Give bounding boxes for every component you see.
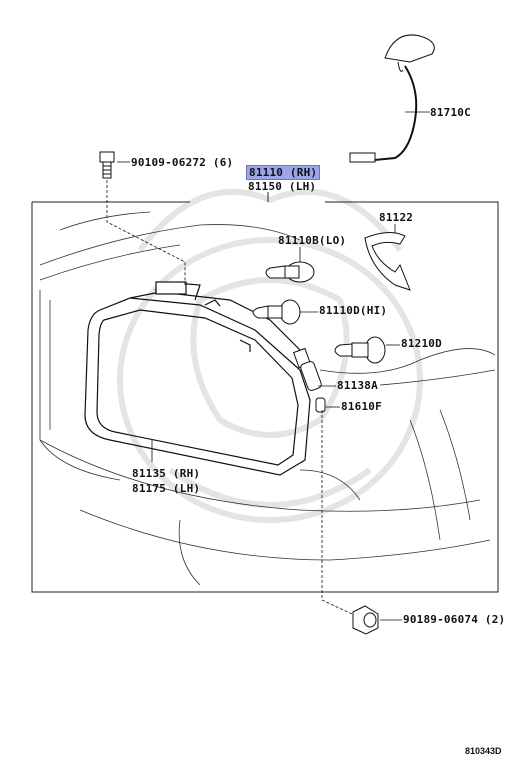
label-antenna: 81710C (430, 106, 471, 119)
label-lens-lh: 81175 (LH) (132, 482, 201, 495)
bulb-81210d-part (334, 336, 386, 364)
dashed-guides (106, 180, 353, 615)
leader-lines (117, 111, 430, 621)
label-bulb-hi: 81110D(HI) (319, 304, 388, 317)
car-body-outline (39, 211, 496, 586)
assembly-frame (31, 192, 499, 593)
watermark-logo (117, 188, 423, 523)
bulb-small-part (315, 397, 326, 413)
diagram-reference-code: 810343D (465, 746, 502, 756)
bolt-part (99, 151, 115, 179)
label-bulb-small: 81610F (341, 400, 382, 413)
label-headlamp-rh[interactable]: 81110 (RH) (246, 165, 321, 180)
antenna-part (349, 34, 435, 163)
bracket-part (364, 232, 411, 291)
label-socket: 81138A (337, 379, 378, 392)
label-bolt: 90109-06272 (6) (131, 156, 234, 169)
label-headlamp-lh: 81150 (LH) (248, 180, 317, 193)
label-bulb-81210d: 81210D (401, 337, 442, 350)
nut-part (352, 605, 379, 635)
headlamp-housing (84, 281, 311, 476)
label-bracket: 81122 (379, 211, 414, 224)
label-nut: 90189-06074 (2) (403, 613, 506, 626)
socket-part (292, 347, 322, 391)
label-bulb-lo: 81110B(LO) (278, 234, 347, 247)
label-lens-rh: 81135 (RH) (132, 467, 201, 480)
bulb-hi-part (252, 299, 301, 325)
